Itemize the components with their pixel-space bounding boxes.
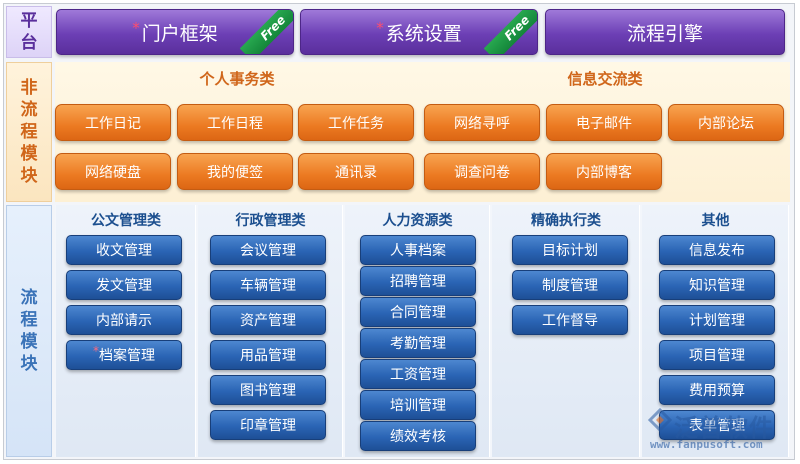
flow-column-title: 其他 [701, 213, 730, 229]
system-settings-label: 系统设置 [385, 22, 462, 45]
flow-item-button[interactable]: 资产管理 [210, 305, 326, 335]
flow-item-button[interactable]: 培训管理 [360, 390, 476, 420]
flow-item-button[interactable]: 费用预算 [659, 375, 775, 405]
flow-item-label: 合同管理 [390, 305, 446, 321]
flow-item-label: 工资管理 [390, 367, 446, 383]
info-item[interactable]: 内部论坛 [668, 104, 784, 141]
flow-item-button[interactable]: 信息发布 [659, 235, 775, 265]
system-settings-button[interactable]: * 系统设置 Free [300, 9, 538, 55]
required-star: * [93, 344, 99, 358]
platform-label: 平台 [6, 6, 52, 58]
flow-item-label: 计划管理 [689, 313, 745, 329]
flow-item-label: 人事档案 [390, 243, 446, 259]
flow-item-label: 费用预算 [689, 383, 745, 399]
flow-item-label: 车辆管理 [240, 278, 296, 294]
free-badge: Free [239, 10, 293, 54]
personal-item[interactable]: 网络硬盘 [55, 153, 171, 190]
flow-item-button[interactable]: 制度管理 [512, 270, 628, 300]
flow-item-label: 绩效考核 [390, 429, 446, 445]
personal-item[interactable]: 工作日程 [177, 104, 293, 141]
flow-column-title: 公文管理类 [91, 213, 161, 229]
flow-item-button[interactable]: 内部请示 [66, 305, 182, 335]
flow-item-label: 工作督导 [542, 313, 598, 329]
workflow-engine-button[interactable]: 流程引擎 [545, 9, 785, 55]
flow-item-label: 档案管理 [99, 348, 155, 364]
flow-item-label: 会议管理 [240, 243, 296, 259]
flow-item-button[interactable]: 会议管理 [210, 235, 326, 265]
required-star: * [376, 19, 384, 37]
flow-item-button[interactable]: 印章管理 [210, 410, 326, 440]
flow-item-label: 发文管理 [96, 278, 152, 294]
watermark: 泛普软件 www.fanpusoft.com [644, 404, 792, 454]
flow-item-label: 收文管理 [96, 243, 152, 259]
flow-label: 流程模块 [6, 205, 52, 457]
personal-item[interactable]: 工作日记 [55, 104, 171, 141]
info-item[interactable]: 调查问卷 [424, 153, 540, 190]
flow-item-label: 制度管理 [542, 278, 598, 294]
flow-item-button[interactable]: 知识管理 [659, 270, 775, 300]
flow-item-label: 信息发布 [689, 243, 745, 259]
flow-item-label: 印章管理 [240, 418, 296, 434]
personal-affairs-title: 个人事务类 [199, 70, 275, 88]
flow-item-label: 资产管理 [240, 313, 296, 329]
personal-item[interactable]: 我的便签 [177, 153, 293, 190]
required-star: * [132, 19, 140, 37]
flow-item-button[interactable]: 目标计划 [512, 235, 628, 265]
flow-item-button[interactable]: 工作督导 [512, 305, 628, 335]
flow-item-label: 目标计划 [542, 243, 598, 259]
watermark-text: 泛普软件 [674, 414, 774, 442]
flow-item-label: 项目管理 [689, 348, 745, 364]
info-item[interactable]: 网络寻呼 [424, 104, 540, 141]
flow-item-button[interactable]: 合同管理 [360, 297, 476, 327]
flow-item-label: 培训管理 [390, 398, 446, 414]
flow-item-button[interactable]: 发文管理 [66, 270, 182, 300]
flow-item-button[interactable]: 表单管理 [659, 410, 775, 440]
flow-item-button[interactable]: *档案管理 [66, 340, 182, 370]
workflow-engine-label: 流程引擎 [626, 22, 703, 45]
watermark-url: www.fanpusoft.com [650, 438, 763, 451]
personal-item[interactable]: 通讯录 [298, 153, 414, 190]
flow-item-label: 知识管理 [689, 278, 745, 294]
flow-item-label: 用品管理 [240, 348, 296, 364]
flow-item-label: 考勤管理 [390, 336, 446, 352]
flow-item-button[interactable]: 收文管理 [66, 235, 182, 265]
flow-column-title: 人力资源类 [382, 213, 453, 229]
flow-item-button[interactable]: 车辆管理 [210, 270, 326, 300]
flow-item-button[interactable]: 招聘管理 [360, 266, 476, 296]
flow-item-button[interactable]: 人事档案 [360, 235, 476, 265]
non-flow-label: 非流程模块 [6, 62, 52, 202]
info-item[interactable]: 电子邮件 [546, 104, 662, 141]
flow-item-button[interactable]: 项目管理 [659, 340, 775, 370]
flow-item-button[interactable]: 绩效考核 [360, 421, 476, 451]
flow-column-title: 精确执行类 [531, 213, 601, 229]
flow-item-button[interactable]: 用品管理 [210, 340, 326, 370]
flow-item-button[interactable]: 计划管理 [659, 305, 775, 335]
flow-column-title: 行政管理类 [235, 213, 306, 229]
info-exchange-title: 信息交流类 [567, 70, 643, 88]
flow-item-label: 内部请示 [96, 313, 152, 329]
portal-framework-label: 门户框架 [141, 22, 218, 45]
personal-item[interactable]: 工作任务 [298, 104, 414, 141]
flow-item-label: 表单管理 [689, 418, 745, 434]
flow-item-label: 招聘管理 [390, 274, 446, 290]
info-item[interactable]: 内部博客 [546, 153, 662, 190]
free-badge: Free [483, 10, 537, 54]
flow-item-label: 图书管理 [240, 383, 296, 399]
fanpu-logo-icon [647, 407, 673, 433]
flow-item-button[interactable]: 图书管理 [210, 375, 326, 405]
portal-framework-button[interactable]: * 门户框架 Free [56, 9, 294, 55]
flow-item-button[interactable]: 工资管理 [360, 359, 476, 389]
flow-item-button[interactable]: 考勤管理 [360, 328, 476, 358]
